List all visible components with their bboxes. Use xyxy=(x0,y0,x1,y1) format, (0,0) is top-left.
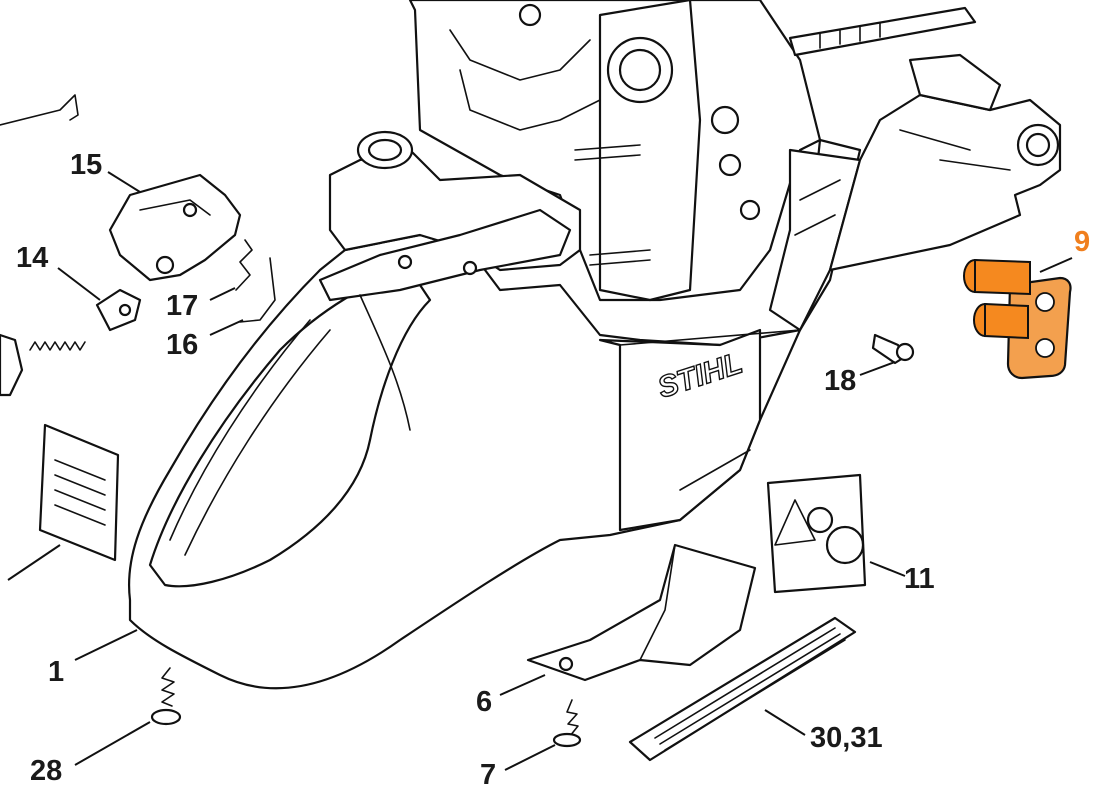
vibration-buffer-part-9 xyxy=(963,258,1072,380)
rod-part-16 xyxy=(239,257,276,323)
bracket-part-15 xyxy=(108,173,242,282)
label-6: 6 xyxy=(476,686,492,718)
label-28: 28 xyxy=(30,755,62,787)
instruction-label xyxy=(38,423,120,562)
label-7: 7 xyxy=(480,759,496,791)
label-18: 18 xyxy=(824,365,856,397)
screw-part-18 xyxy=(871,333,915,365)
label-30-31: 30,31 xyxy=(810,722,883,754)
wire-spring-part-17 xyxy=(235,239,253,291)
label-14: 14 xyxy=(16,242,48,274)
leader-lines xyxy=(7,171,1073,771)
screw-part-7 xyxy=(552,699,582,748)
housing-part-1: STIHL xyxy=(0,0,1062,690)
label-15: 15 xyxy=(70,149,102,181)
label-11: 11 xyxy=(904,563,935,595)
label-9: 9 xyxy=(1074,226,1090,258)
label-17: 17 xyxy=(166,290,198,322)
label-16: 16 xyxy=(166,329,198,361)
bushing-part-14 xyxy=(95,288,142,332)
spring xyxy=(0,333,86,397)
label-1: 1 xyxy=(48,656,64,688)
screw-part-28 xyxy=(150,667,182,726)
part-number-labels: 1 6 7 9 11 14 15 16 17 18 28 30,31 xyxy=(16,149,1090,791)
warning-label-part-11 xyxy=(766,473,867,594)
guard-plate-part-6 xyxy=(526,543,757,682)
rubber-strip-part-30-31 xyxy=(628,616,857,762)
